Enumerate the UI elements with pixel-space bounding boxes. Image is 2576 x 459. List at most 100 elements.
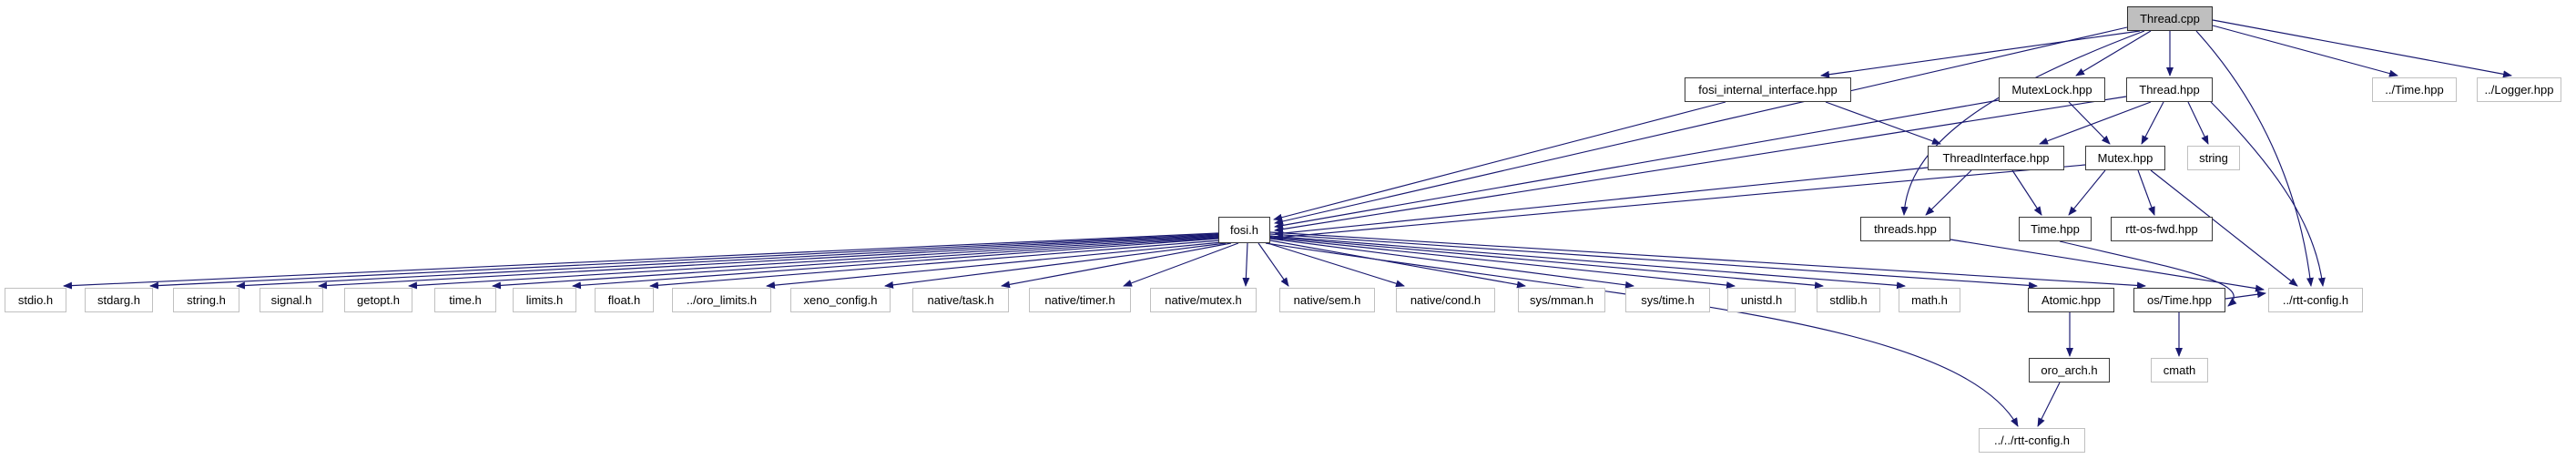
edge-fosi-h--xeno-config-h: [884, 242, 1227, 289]
node-mutex-hpp[interactable]: Mutex.hpp: [2085, 146, 2165, 170]
edge-thread-cpp--rel-time-hpp: [2212, 25, 2398, 77]
edge-thread-hpp--mutex-hpp: [2141, 101, 2164, 145]
edge-thread-cpp--fosi-h: [1274, 26, 2128, 225]
node-label: ../oro_limits.h: [686, 293, 758, 307]
edge-mutex-hpp--rtt-os-fwd-hpp: [2137, 169, 2155, 216]
edge-fosi-h--string-h: [236, 234, 1219, 290]
edge-mutexlock-hpp--mutex-hpp: [2068, 101, 2111, 145]
node-label: time.h: [449, 293, 482, 307]
node-label: Mutex.hpp: [2097, 151, 2153, 165]
edge-fosi-h--sys-mman-h: [1269, 240, 1526, 289]
node-fosi-h[interactable]: fosi.h: [1218, 217, 1270, 243]
node-label: fosi.h: [1229, 223, 1259, 237]
node-native-cond-h: native/cond.h: [1396, 288, 1495, 312]
node-threads-hpp[interactable]: threads.hpp: [1860, 217, 1950, 241]
edge-fosi-h--native-mutex-h: [1242, 242, 1250, 287]
node-label: fosi_internal_interface.hpp: [1698, 83, 1838, 97]
node-native-task-h: native/task.h: [912, 288, 1009, 312]
node-signal-h: signal.h: [260, 288, 323, 312]
edge-thread-hpp--fosi-h: [1274, 96, 2127, 233]
node-label: signal.h: [270, 293, 312, 307]
edge-fosi-h--time-h: [492, 237, 1219, 290]
edge-fosi-h--limits-h: [572, 238, 1219, 290]
node-label: native/timer.h: [1044, 293, 1115, 307]
edge-thread-cpp--rtt-config-h: [2195, 30, 2314, 287]
node-label: MutexLock.hpp: [2011, 83, 2092, 97]
edge-fosi-h--native-cond-h: [1267, 242, 1405, 288]
node-label: native/sem.h: [1293, 293, 1361, 307]
edge-os-time-hpp--rtt-config-h: [2225, 291, 2266, 300]
node-label: stdarg.h: [97, 293, 140, 307]
node-label: ../../rtt-config.h: [1993, 434, 2071, 447]
node-label: cmath: [2163, 363, 2196, 377]
node-label: Thread.cpp: [2140, 12, 2200, 26]
node-oro-arch-h[interactable]: oro_arch.h: [2029, 358, 2110, 382]
edge-threadinterface-hpp--threads-hpp: [1925, 169, 1972, 216]
node-float-h: float.h: [595, 288, 654, 312]
node-stdarg-h: stdarg.h: [85, 288, 153, 312]
node-thread-cpp[interactable]: Thread.cpp: [2127, 6, 2213, 31]
edge-fosi-h--getopt-h: [408, 236, 1219, 290]
node-unistd-h: unistd.h: [1727, 288, 1796, 312]
node-sys-mman-h: sys/mman.h: [1518, 288, 1605, 312]
edge-fosi-h--rtt-config2-h: [1265, 242, 2019, 427]
node-label: stdio.h: [17, 293, 54, 307]
node-label: ThreadInterface.hpp: [1942, 151, 2050, 165]
edge-oro-arch-h--rtt-config2-h: [2037, 382, 2061, 427]
node-oro-limits-h: ../oro_limits.h: [672, 288, 771, 312]
node-stdio-h: stdio.h: [5, 288, 66, 312]
node-label: native/cond.h: [1410, 293, 1481, 307]
edge-mutex-hpp--rtt-config-h: [2150, 169, 2298, 287]
node-math-h: math.h: [1899, 288, 1960, 312]
edge-fosi-h--oro-limits-h: [766, 241, 1223, 290]
edge-fosi-h--math-h: [1269, 235, 1906, 290]
edge-fosi-internal-interface-hpp--threadinterface-hpp: [1825, 101, 1941, 145]
node-label: threads.hpp: [1874, 222, 1937, 236]
node-string: string: [2187, 146, 2240, 170]
node-atomic-hpp[interactable]: Atomic.hpp: [2028, 288, 2114, 312]
node-label: oro_arch.h: [2041, 363, 2098, 377]
node-getopt-h: getopt.h: [344, 288, 412, 312]
edge-thread-cpp--rel-logger-hpp: [2212, 19, 2512, 78]
edge-fosi-h--os-time-hpp: [1269, 231, 2146, 290]
node-label: os/Time.hpp: [2146, 293, 2213, 307]
edge-group: [63, 19, 2512, 427]
node-label: unistd.h: [1740, 293, 1783, 307]
node-label: ../Time.hpp: [2385, 83, 2444, 97]
node-xeno-config-h: xeno_config.h: [790, 288, 891, 312]
node-sys-time-h: sys/time.h: [1625, 288, 1710, 312]
edge-fosi-h--float-h: [649, 240, 1221, 290]
node-string-h: string.h: [173, 288, 239, 312]
edge-fosi-h--atomic-hpp: [1269, 233, 2038, 290]
edge-thread-cpp--fosi-internal-interface-hpp: [1820, 30, 2141, 78]
node-limits-h: limits.h: [513, 288, 576, 312]
node-label: native/task.h: [927, 293, 994, 307]
edge-fosi-h--stdlib-h: [1269, 236, 1824, 290]
node-rel-logger-hpp: ../Logger.hpp: [2477, 77, 2561, 102]
edge-mutex-hpp--fosi-h: [1274, 164, 2086, 241]
node-native-sem-h: native/sem.h: [1279, 288, 1375, 312]
node-cmath: cmath: [2151, 358, 2208, 382]
node-threadinterface-hpp[interactable]: ThreadInterface.hpp: [1928, 146, 2064, 170]
node-label: ../Logger.hpp: [2484, 83, 2554, 97]
node-mutexlock-hpp[interactable]: MutexLock.hpp: [1999, 77, 2105, 102]
edge-fosi-h--unistd-h: [1269, 237, 1736, 290]
edge-fosi-h--sys-time-h: [1269, 238, 1634, 289]
edge-fosi-h--stdio-h: [63, 232, 1219, 290]
edge-fosi-h--signal-h: [318, 235, 1219, 290]
node-label: rtt-os-fwd.hpp: [2125, 222, 2198, 236]
node-label: math.h: [1911, 293, 1948, 307]
node-label: float.h: [607, 293, 641, 307]
node-rtt-config2-h: ../../rtt-config.h: [1979, 428, 2085, 453]
node-time-hpp[interactable]: Time.hpp: [2019, 217, 2092, 241]
node-thread-hpp[interactable]: Thread.hpp: [2126, 77, 2213, 102]
node-fosi-internal-interface-hpp[interactable]: fosi_internal_interface.hpp: [1685, 77, 1851, 102]
node-os-time-hpp[interactable]: os/Time.hpp: [2133, 288, 2225, 312]
node-rtt-config-h: ../rtt-config.h: [2268, 288, 2363, 312]
node-rel-time-hpp: ../Time.hpp: [2372, 77, 2457, 102]
edge-fosi-h--stdarg-h: [149, 233, 1219, 290]
node-rtt-os-fwd-hpp[interactable]: rtt-os-fwd.hpp: [2111, 217, 2213, 241]
edge-fosi-internal-interface-hpp--fosi-h: [1273, 101, 1726, 221]
node-label: limits.h: [525, 293, 564, 307]
